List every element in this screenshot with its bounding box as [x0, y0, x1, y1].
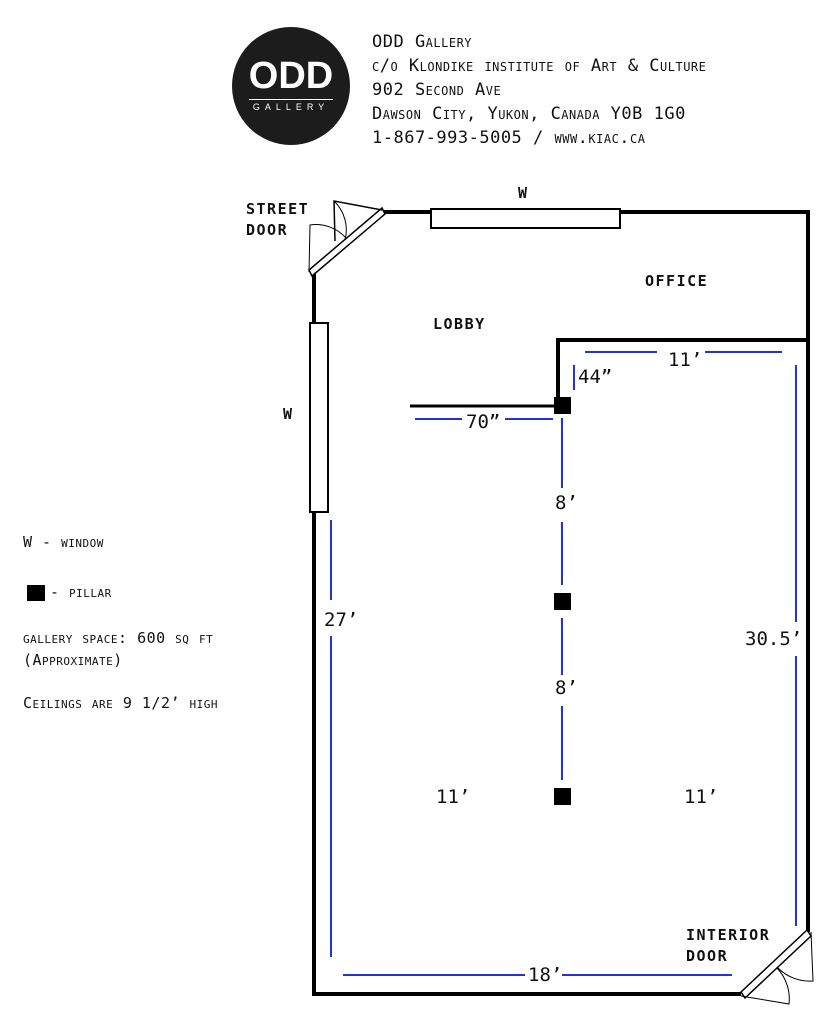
dim-pillar-gap: 8’ [555, 492, 578, 514]
pillar [554, 593, 571, 610]
dim-pillar-gap: 8’ [555, 677, 578, 699]
office-partition [556, 338, 808, 406]
pillar [554, 397, 571, 414]
gallery-address: ODD Gallery c/o Klondike institute of Ar… [372, 30, 706, 150]
street-address: 902 Second Ave [372, 80, 502, 100]
odd-gallery-logo: ODD GALLERY [232, 27, 350, 145]
legend-approx: (Approximate) [23, 651, 123, 669]
top-window [430, 208, 621, 229]
top-window-label: W [518, 184, 529, 202]
interior-door-label: INTERIOR [686, 926, 771, 944]
dim-70in: 70” [466, 411, 501, 433]
legend-ceilings: Ceilings are 9 1/2’ high [23, 694, 219, 712]
dimension-lines [330, 351, 797, 976]
legend-pillar-icon [27, 585, 45, 601]
dim-right-wall: 30.5’ [745, 628, 803, 650]
dim-44in: 44” [578, 366, 613, 388]
dim-office-width: 11’ [668, 349, 703, 371]
lobby-label: LOBBY [433, 315, 486, 333]
interior-door-label: DOOR [686, 947, 729, 965]
street-door-label: DOOR [246, 221, 289, 239]
dim-left-wall: 27’ [324, 609, 359, 631]
organization: c/o Klondike institute of Art & Culture [372, 56, 707, 76]
left-window-label: W [283, 405, 294, 423]
city-address: Dawson City, Yukon, Canada Y0B 1G0 [372, 104, 686, 124]
street-door-icon [308, 200, 386, 278]
interior-door-icon [740, 928, 814, 1005]
dim-inner-right: 11’ [684, 786, 719, 808]
left-window [309, 322, 329, 513]
street-door-label: STREET [246, 200, 310, 218]
dim-bottom-wall: 18’ [528, 964, 563, 986]
dim-inner-left: 11’ [436, 786, 471, 808]
gallery-name: ODD Gallery [372, 32, 473, 52]
office-label: OFFICE [645, 272, 709, 290]
contact: 1-867-993-5005 / www.kiac.ca [372, 128, 646, 148]
legend-pillar: - pillar [50, 583, 112, 601]
legend-window: W - window [23, 533, 104, 551]
pillar [554, 788, 571, 805]
legend-space: gallery space: 600 sq ft [23, 629, 214, 647]
